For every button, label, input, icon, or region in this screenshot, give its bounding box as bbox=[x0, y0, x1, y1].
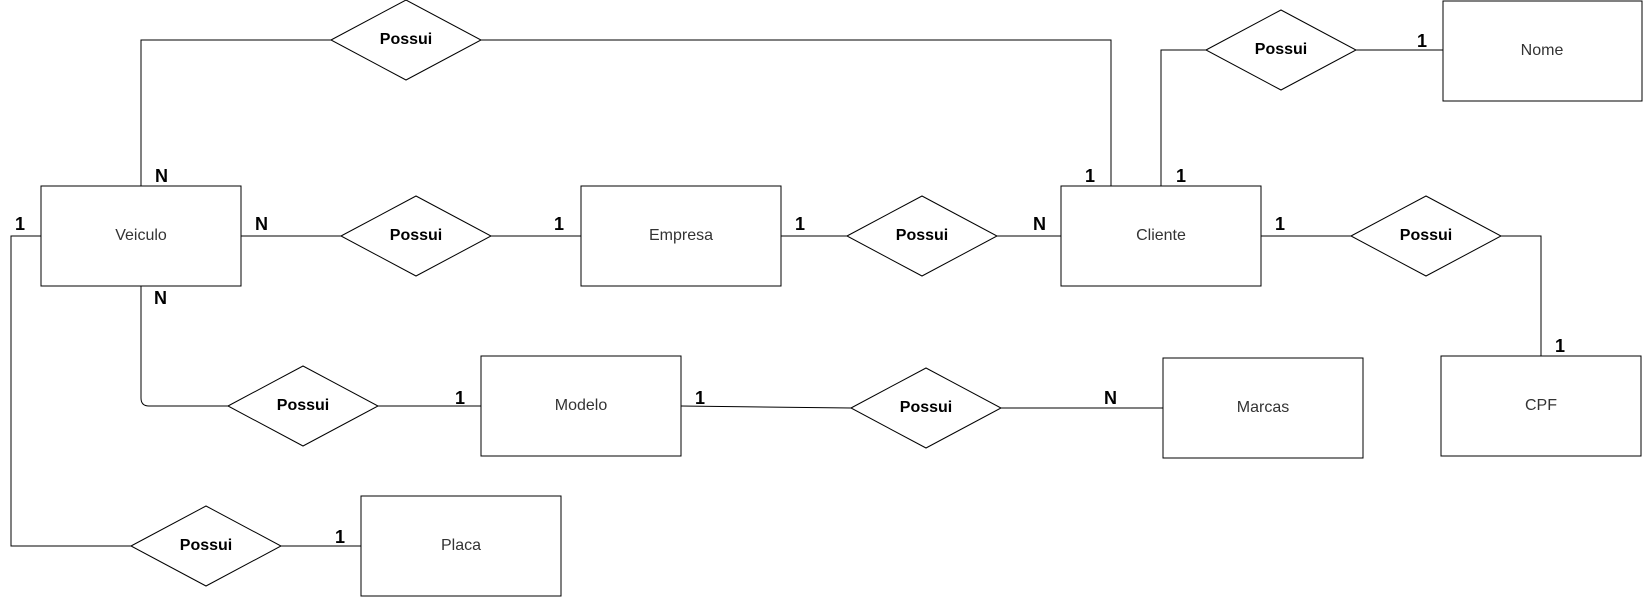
cardinality-empresa-left: 1 bbox=[554, 214, 564, 234]
relationship-veiculo-cliente[interactable]: Possui bbox=[329, 0, 483, 81]
entity-marcas[interactable]: Marcas bbox=[1162, 357, 1364, 459]
edge-possui-top-cliente bbox=[481, 39, 1112, 186]
entity-label: Empresa bbox=[649, 227, 713, 244]
entity-label: Cliente bbox=[1136, 227, 1186, 244]
entity-label: Placa bbox=[441, 537, 481, 554]
cardinality-marcas-left: N bbox=[1104, 388, 1117, 408]
entity-label: Veiculo bbox=[115, 227, 167, 244]
relationship-veiculo-modelo[interactable]: Possui bbox=[226, 365, 380, 447]
edges bbox=[10, 39, 1542, 547]
edge-veiculo-possui-top bbox=[140, 39, 331, 186]
cardinality-cliente-top-b: 1 bbox=[1176, 166, 1186, 186]
relationship-label: Possui bbox=[277, 397, 329, 414]
edge-modelo-possui-marcas bbox=[680, 405, 852, 409]
cardinality-nome-left: 1 bbox=[1417, 31, 1427, 51]
entity-cliente[interactable]: Cliente bbox=[1060, 185, 1262, 287]
cardinality-modelo-left: 1 bbox=[455, 388, 465, 408]
cardinality-veiculo-top: N bbox=[155, 166, 168, 186]
relationship-veiculo-placa[interactable]: Possui bbox=[129, 505, 283, 587]
cardinalities: N N N 1 1 1 N 1 1 1 1 1 1 1 N 1 bbox=[15, 31, 1565, 547]
entity-cpf[interactable]: CPF bbox=[1440, 355, 1642, 457]
cardinality-veiculo-left: 1 bbox=[15, 214, 25, 234]
edge-possui-cpf bbox=[1501, 235, 1542, 356]
edge-veiculo-possui-placa bbox=[10, 235, 131, 547]
relationship-label: Possui bbox=[180, 537, 232, 554]
relationship-veiculo-empresa[interactable]: Possui bbox=[339, 195, 493, 277]
entity-label: Marcas bbox=[1237, 399, 1289, 416]
cardinality-cliente-right: 1 bbox=[1275, 214, 1285, 234]
cardinality-cpf-top: 1 bbox=[1555, 336, 1565, 356]
cardinality-modelo-right: 1 bbox=[695, 388, 705, 408]
edge-veiculo-possui-modelo bbox=[140, 286, 228, 407]
entity-placa[interactable]: Placa bbox=[360, 495, 562, 597]
cardinality-veiculo-bottom: N bbox=[154, 288, 167, 308]
relationship-label: Possui bbox=[1255, 41, 1307, 58]
entity-modelo[interactable]: Modelo bbox=[480, 355, 682, 457]
relationship-modelo-marcas[interactable]: Possui bbox=[849, 367, 1003, 449]
cardinality-empresa-right: 1 bbox=[795, 214, 805, 234]
edge-cliente-possui-nome bbox=[1160, 49, 1206, 186]
relationship-label: Possui bbox=[1400, 227, 1452, 244]
relationship-label: Possui bbox=[390, 227, 442, 244]
relationship-label: Possui bbox=[896, 227, 948, 244]
relationship-label: Possui bbox=[380, 31, 432, 48]
entity-empresa[interactable]: Empresa bbox=[580, 185, 782, 287]
relationship-empresa-cliente[interactable]: Possui bbox=[845, 195, 999, 277]
entity-label: Nome bbox=[1521, 42, 1564, 59]
relationship-cliente-nome[interactable]: Possui bbox=[1204, 9, 1358, 91]
cardinality-cliente-top-a: 1 bbox=[1085, 166, 1095, 186]
relationship-label: Possui bbox=[900, 399, 952, 416]
cardinality-cliente-left: N bbox=[1033, 214, 1046, 234]
entity-label: CPF bbox=[1525, 397, 1557, 414]
relationship-cliente-cpf[interactable]: Possui bbox=[1349, 195, 1503, 277]
entity-label: Modelo bbox=[555, 397, 608, 414]
entity-veiculo[interactable]: Veiculo bbox=[40, 185, 242, 287]
cardinality-placa-left: 1 bbox=[335, 527, 345, 547]
cardinality-veiculo-right: N bbox=[255, 214, 268, 234]
entity-nome[interactable]: Nome bbox=[1442, 0, 1643, 102]
